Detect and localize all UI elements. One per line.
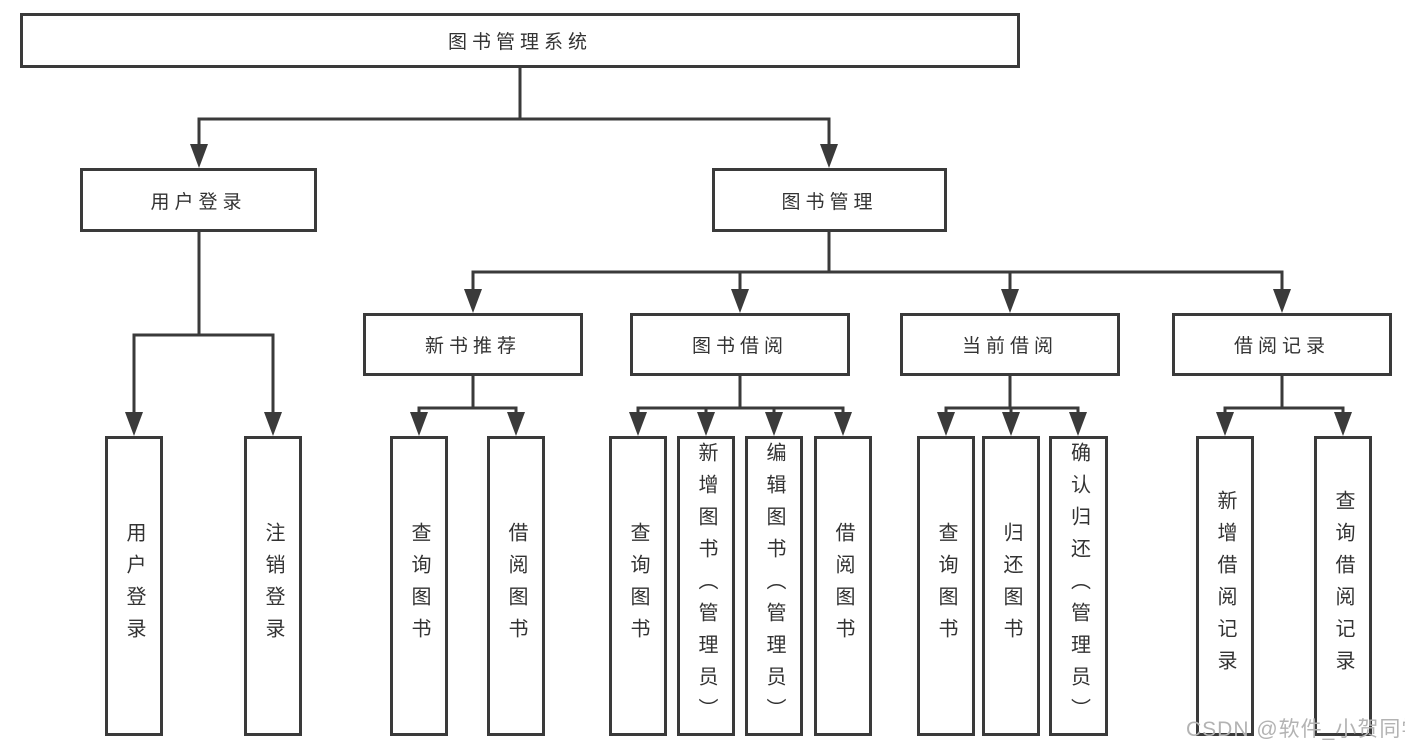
node-user-login: 用户登录 <box>80 168 317 232</box>
leaf-user-login-label: 用户登录 <box>123 522 145 650</box>
node-borrowing-records: 借阅记录 <box>1172 313 1392 376</box>
leaf-query-books-recommend: 查询图书 <box>390 436 448 736</box>
node-root-label: 图书管理系统 <box>447 32 592 53</box>
leaf-borrow-books-recommend-label: 借阅图书 <box>505 522 527 650</box>
node-book-borrowing-label: 图书借阅 <box>691 336 788 357</box>
csdn-watermark: CSDN @软件_小贺同学 <box>1186 718 1405 741</box>
node-user-login-label: 用户登录 <box>150 191 247 213</box>
leaf-query-books-borrowing: 查询图书 <box>609 436 667 736</box>
leaf-query-books-recommend-label: 查询图书 <box>408 522 430 650</box>
leaf-confirm-return-admin: 确认归还（管理员） <box>1049 436 1108 736</box>
leaf-edit-books-admin-label: 编辑图书（管理员） <box>763 442 785 730</box>
node-current-borrowing: 当前借阅 <box>900 313 1120 376</box>
leaf-confirm-return-admin-label: 确认归还（管理员） <box>1067 442 1090 730</box>
node-book-management-label: 图书管理 <box>781 191 878 213</box>
node-root: 图书管理系统 <box>20 13 1020 68</box>
leaf-borrow-books-borrowing: 借阅图书 <box>814 436 872 736</box>
leaf-add-books-admin-label: 新增图书（管理员） <box>695 442 717 730</box>
leaf-query-books-current: 查询图书 <box>917 436 975 736</box>
node-book-management: 图书管理 <box>712 168 947 232</box>
node-borrowing-records-label: 借阅记录 <box>1233 336 1330 357</box>
leaf-query-borrow-record: 查询借阅记录 <box>1314 436 1372 736</box>
node-book-borrowing: 图书借阅 <box>630 313 850 376</box>
node-new-book-recommend: 新书推荐 <box>363 313 583 376</box>
leaf-return-books: 归还图书 <box>982 436 1040 736</box>
leaf-add-borrow-record-label: 新增借阅记录 <box>1214 490 1236 682</box>
node-current-borrowing-label: 当前借阅 <box>961 336 1058 357</box>
leaf-add-borrow-record: 新增借阅记录 <box>1196 436 1254 736</box>
leaf-user-login: 用户登录 <box>105 436 163 736</box>
leaf-logout-login: 注销登录 <box>244 436 302 736</box>
leaf-query-books-current-label: 查询图书 <box>935 522 957 650</box>
leaf-logout-login-label: 注销登录 <box>262 522 284 650</box>
arrowheads <box>125 144 1352 436</box>
leaf-borrow-books-recommend: 借阅图书 <box>487 436 545 736</box>
leaf-query-books-borrowing-label: 查询图书 <box>627 522 649 650</box>
leaf-query-borrow-record-label: 查询借阅记录 <box>1332 490 1354 682</box>
leaf-add-books-admin: 新增图书（管理员） <box>677 436 735 736</box>
leaf-borrow-books-borrowing-label: 借阅图书 <box>832 522 854 650</box>
node-new-book-recommend-label: 新书推荐 <box>424 336 521 357</box>
leaf-edit-books-admin: 编辑图书（管理员） <box>745 436 803 736</box>
leaf-return-books-label: 归还图书 <box>1000 522 1022 650</box>
